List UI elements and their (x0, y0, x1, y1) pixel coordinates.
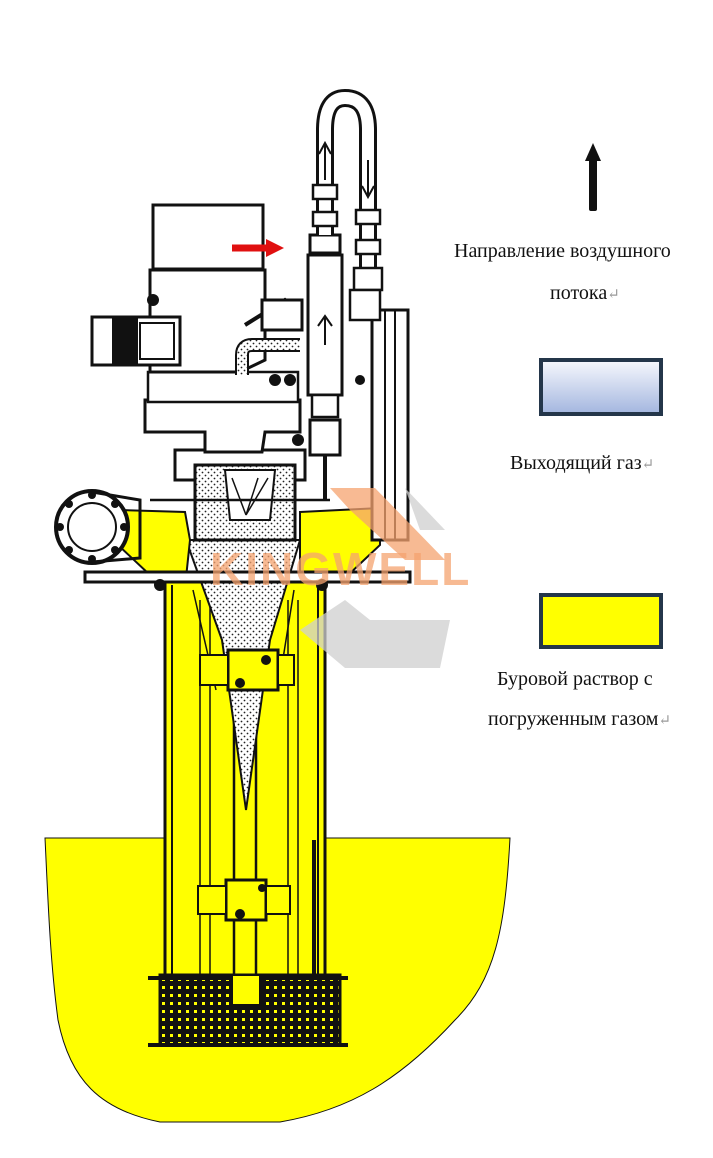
paragraph-return-icon: ↵ (607, 287, 620, 303)
paragraph-return-icon: ↵ (658, 713, 672, 729)
watermark-text: KINGWELL (210, 543, 471, 595)
watermark-logo (300, 488, 450, 668)
drilling-mud-label-line2: погруженным газом↵ (488, 708, 672, 730)
drilling-mud-swatch (539, 593, 663, 649)
outgoing-gas-label: Выходящий газ↵ (510, 452, 655, 474)
paragraph-return-icon: ↵ (641, 457, 655, 473)
airflow-label-line1: Направление воздушного (454, 240, 671, 262)
motor (151, 203, 265, 271)
drilling-mud-label-line1: Буровой раствор с (497, 668, 653, 690)
base-plate (83, 570, 412, 584)
inlet-arrow-icon (232, 239, 284, 257)
airflow-label-line2: потока↵ (550, 282, 620, 304)
airflow-legend-arrow-icon (585, 143, 601, 211)
outgoing-gas-swatch (539, 358, 663, 416)
